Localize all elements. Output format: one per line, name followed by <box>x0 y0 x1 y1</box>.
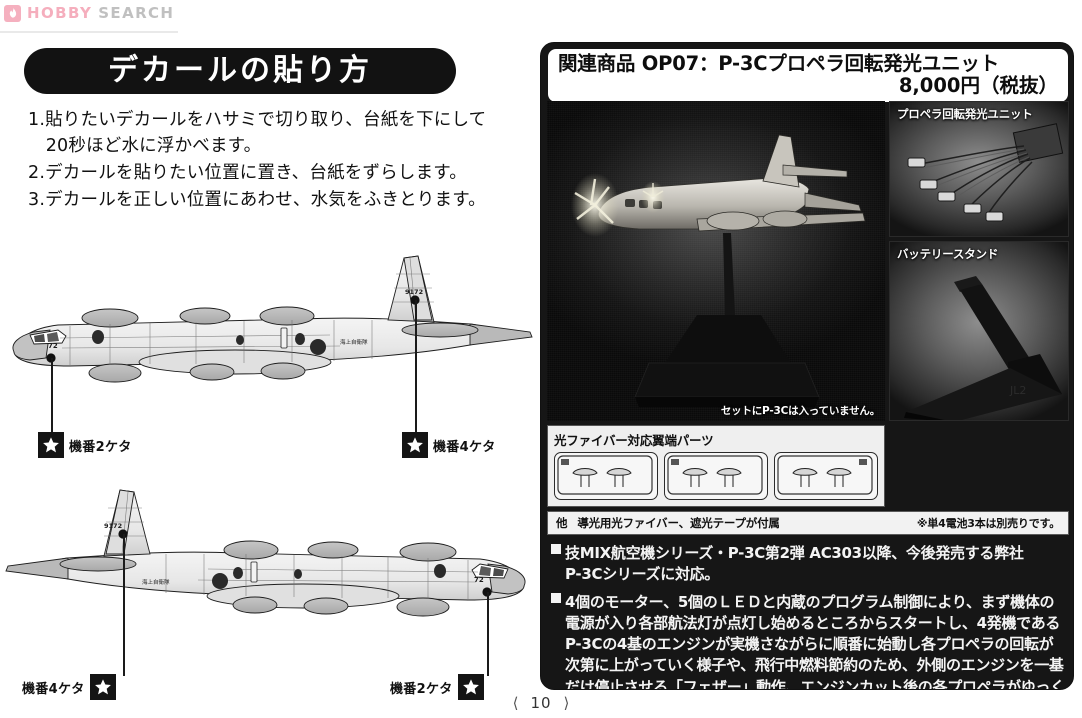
svg-text:72: 72 <box>48 342 58 350</box>
p3c-profile-svg-right: 海上自衛隊 72 9172 <box>5 489 526 617</box>
accessory-note-text: 導光用光ファイバー、遮光テープが付属 <box>577 516 780 530</box>
page-title: デカールの貼り方 <box>108 53 372 88</box>
chevron-left-icon[interactable]: ⟨ <box>512 694 519 712</box>
left-column: デカールの貼り方 1.貼りたいデカールをハサミで切り取り、台紙を下にして 20秒… <box>0 34 538 718</box>
section-banner: デカールの貼り方 <box>24 48 456 94</box>
step-item: 1.貼りたいデカールをハサミで切り取り、台紙を下にして 20秒ほど水に浮かべます… <box>28 110 487 156</box>
callout-label: 機番2ケタ <box>390 681 453 697</box>
logo-text-hobby: HOBBY <box>27 4 93 22</box>
light-unit-illustration <box>907 123 1064 222</box>
svg-text:9172: 9172 <box>405 288 423 296</box>
related-product-price: 8,000円（税抜） <box>898 73 1058 97</box>
square-bullet-icon <box>551 544 561 554</box>
battery-stand-illustration: JL2 <box>904 276 1062 420</box>
description-paragraph: 技MIX航空機シリーズ・P-3C第2弾 AC303以降、今後発売する弊社 P-3… <box>551 543 1067 586</box>
square-bullet-icon <box>551 592 561 603</box>
callout-marker-2digit: 機番2ケタ <box>390 674 484 700</box>
svg-text:海上自衛隊: 海上自衛隊 <box>142 578 170 586</box>
callout-marker-4digit: 機番4ケタ <box>402 432 496 458</box>
callout-label: 機番4ケタ <box>433 439 496 455</box>
callout-marker-4digit: 機番4ケタ <box>22 674 116 700</box>
accessory-note-right: ※単4電池3本は別売りです。 <box>916 517 1060 530</box>
star-marker-icon <box>38 432 64 458</box>
accessory-note-lead: 他 <box>556 516 568 530</box>
photo-caption-battery-stand: バッテリースタンド <box>897 247 999 261</box>
product-description: 技MIX航空機シリーズ・P-3C第2弾 AC303以降、今後発売する弊社 P-3… <box>551 543 1067 690</box>
sprue-frame <box>774 452 878 500</box>
star-marker-icon <box>402 432 428 458</box>
svg-text:72: 72 <box>474 576 484 584</box>
related-product-panel: 関連商品 OP07：P-3Cプロペラ回転発光ユニット 8,000円（税抜） <box>540 42 1074 690</box>
svg-text:海上自衛隊: 海上自衛隊 <box>340 338 368 346</box>
callout-leader-line <box>123 534 125 676</box>
wingtip-parts-title: 光ファイバー対応翼端パーツ <box>554 433 714 448</box>
description-text: 技MIX航空機シリーズ・P-3C第2弾 AC303以降、今後発売する弊社 P-3… <box>565 544 1024 584</box>
photo-caption-light-unit: プロペラ回転発光ユニット <box>897 107 1033 121</box>
sprue-frame <box>664 452 768 500</box>
callout-marker-2digit: 機番2ケタ <box>38 432 132 458</box>
sprue-parts-icon <box>667 455 763 495</box>
description-text: 4個のモーター、5個のＬＥＤと内蔵のプログラム制御により、まず機体の 電源が入り… <box>565 592 1065 690</box>
related-product-title-box: 関連商品 OP07：P-3Cプロペラ回転発光ユニット 8,000円（税抜） <box>548 49 1068 103</box>
svg-text:JL2: JL2 <box>1009 384 1026 397</box>
decal-steps-list: 1.貼りたいデカールをハサミで切り取り、台紙を下にして 20秒ほど水に浮かべます… <box>28 108 508 215</box>
star-marker-icon <box>457 674 484 700</box>
sprue-parts-icon <box>557 455 653 495</box>
aircraft-diagram-right-facing: 海上自衛隊 72 9172 機番4ケタ 機番2ケタ <box>0 474 538 700</box>
model-photo-illustration <box>571 134 866 407</box>
battery-stand-photo: JL2 バッテリースタンド <box>889 241 1069 421</box>
photo-caption-not-included: セットにP-3Cは入っていません。 <box>720 405 880 417</box>
page-navigation: ⟨ 10 ⟩ <box>0 690 1082 716</box>
sprue-frame <box>554 452 658 500</box>
star-marker-icon <box>89 674 116 700</box>
callout-label: 機番4ケタ <box>22 681 85 697</box>
hobby-search-logo: HOBBY SEARCH <box>4 4 174 22</box>
sprue-parts-icon <box>777 455 873 495</box>
accessory-notes-strip: 他導光用光ファイバー、遮光テープが付属 ※単4電池3本は別売りです。 <box>547 511 1069 535</box>
svg-text:9172: 9172 <box>104 522 122 530</box>
callout-label: 機番2ケタ <box>69 439 132 455</box>
flame-logo-icon <box>4 4 21 22</box>
propeller-light-unit-photo: プロペラ回転発光ユニット <box>889 101 1069 237</box>
aircraft-diagram-left-facing: 海上自衛隊 72 9172 機番2ケタ <box>0 240 538 458</box>
step-item: 2.デカールを貼りたい位置に置き、台紙をずらします。 <box>28 162 467 183</box>
callout-leader-line <box>487 592 489 676</box>
accessory-note-left: 他導光用光ファイバー、遮光テープが付属 <box>556 515 780 531</box>
callout-leader-line <box>415 300 417 432</box>
step-item: 3.デカールを正しい位置にあわせ、水気をふきとります。 <box>28 189 486 210</box>
callout-leader-line <box>51 358 53 432</box>
p3c-model-on-stand-photo: セットにP-3Cは入っていません。 <box>547 101 885 421</box>
chevron-right-icon[interactable]: ⟩ <box>563 694 570 712</box>
logo-divider <box>0 31 178 33</box>
p3c-profile-svg-left: 海上自衛隊 72 9172 <box>12 255 533 383</box>
related-product-title: 関連商品 OP07：P-3Cプロペラ回転発光ユニット <box>558 52 1000 75</box>
page-number: 10 <box>530 694 552 712</box>
description-paragraph: 4個のモーター、5個のＬＥＤと内蔵のプログラム制御により、まず機体の 電源が入り… <box>551 592 1067 690</box>
logo-text-search: SEARCH <box>98 4 175 22</box>
sprue-row <box>554 452 878 500</box>
wingtip-parts-box: 光ファイバー対応翼端パーツ <box>547 425 885 507</box>
